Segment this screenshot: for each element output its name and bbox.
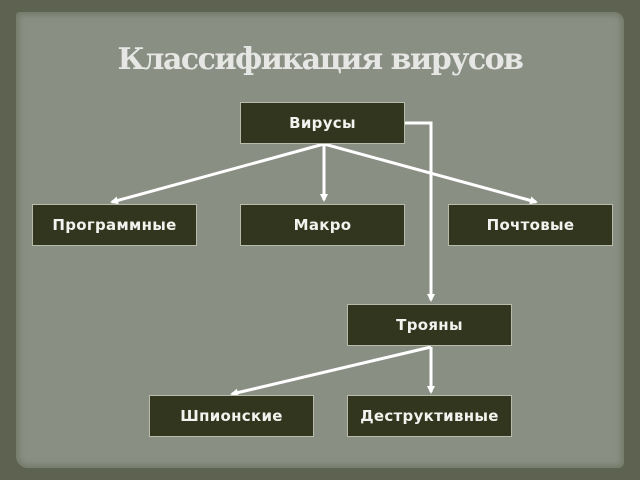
node-destructive[interactable]: Деструктивные xyxy=(347,395,512,437)
arrow-viruses-program xyxy=(110,142,325,205)
node-mail[interactable]: Почтовые xyxy=(448,204,613,246)
node-program[interactable]: Программные xyxy=(32,204,197,246)
arrow-viruses-trojans xyxy=(405,121,435,302)
slide-title: Классификация вирусов xyxy=(117,42,525,77)
node-spy[interactable]: Шпионские xyxy=(149,395,314,437)
node-viruses[interactable]: Вирусы xyxy=(240,102,405,144)
node-macro[interactable]: Макро xyxy=(240,204,405,246)
arrow-trojans-spy xyxy=(230,345,432,397)
node-trojans[interactable]: Трояны xyxy=(347,304,512,346)
